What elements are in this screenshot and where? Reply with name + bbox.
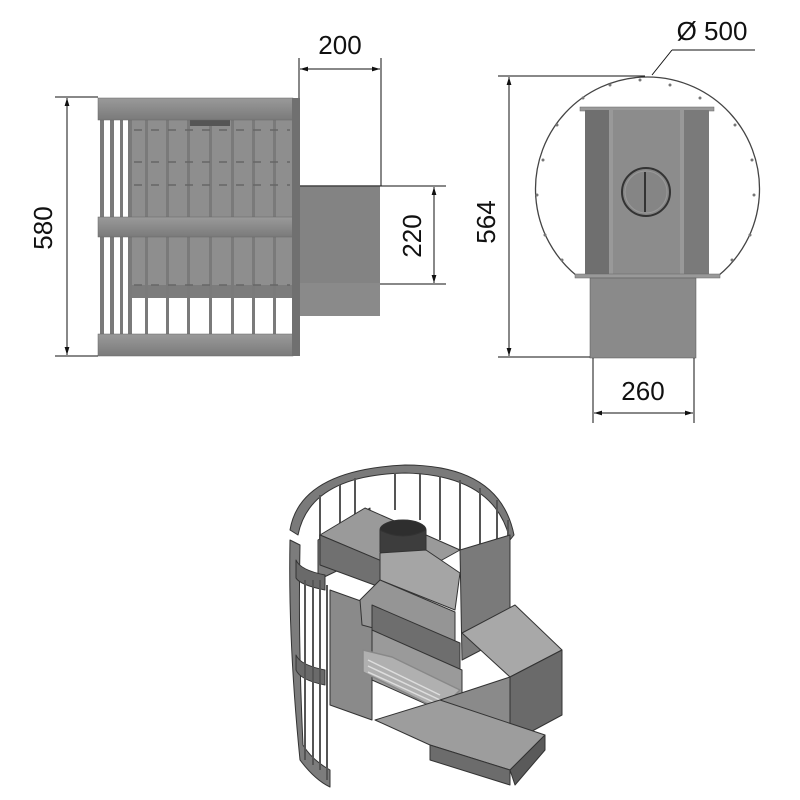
dimension-diameter-500	[651, 49, 755, 76]
dimension-260	[592, 358, 695, 423]
top-band	[97, 97, 294, 121]
dimension-label-260: 260	[621, 376, 664, 406]
mesh-circle-outline	[534, 76, 761, 277]
front-tunnel	[589, 277, 697, 359]
dimension-200	[298, 58, 382, 186]
dimension-label-200: 200	[318, 30, 361, 60]
dimension-label-564: 564	[471, 200, 501, 243]
dimension-label-diameter-500: Ø 500	[677, 16, 748, 46]
bottom-band	[97, 333, 294, 357]
front-plate	[292, 98, 300, 356]
dimension-220	[380, 185, 446, 285]
dimension-label-580: 580	[28, 206, 58, 249]
middle-band	[97, 216, 294, 238]
firebox-tunnel	[300, 186, 380, 283]
dimension-580	[55, 96, 98, 357]
front-view: Ø 500 564 260	[471, 16, 761, 423]
dimension-label-220: 220	[397, 214, 427, 257]
side-view: 580 200 220	[28, 30, 446, 357]
isometric-cutaway-view	[289, 464, 563, 788]
dimension-564	[498, 75, 645, 358]
